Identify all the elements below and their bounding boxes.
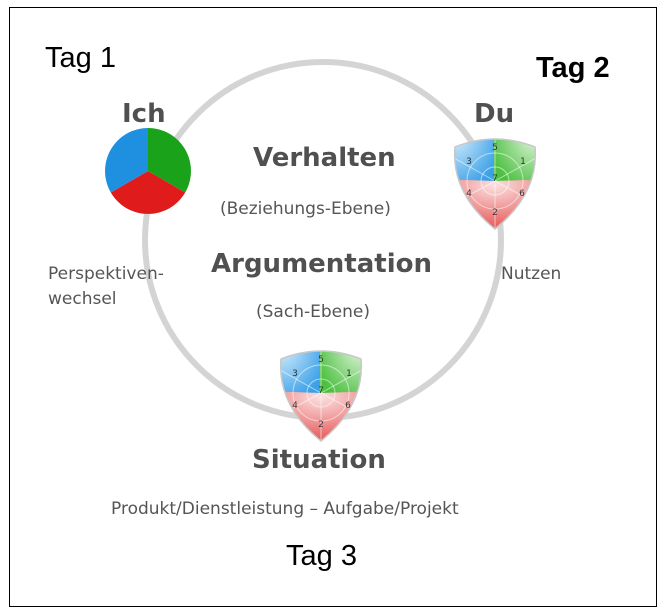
du-heading: Du: [474, 99, 515, 129]
sach-subtitle: (Sach-Ebene): [256, 302, 370, 322]
tag2-label: Tag 2: [536, 52, 610, 84]
nutzen-label: Nutzen: [501, 264, 562, 284]
du-num-6: 6: [519, 189, 525, 199]
sit-num-6: 6: [345, 401, 351, 411]
situation-shield: 5 1 3 7 4 6 2: [279, 350, 363, 442]
situation-heading: Situation: [252, 445, 386, 475]
ich-pie: [105, 128, 191, 214]
diagram-graphics: 5 1 3 7 4 6 2 5: [105, 59, 537, 442]
argumentation-heading: Argumentation: [211, 249, 432, 279]
ich-pie-red: [110, 171, 186, 214]
sit-num-3: 3: [292, 369, 298, 379]
ich-pie-green: [148, 128, 191, 193]
du-num-5: 5: [492, 143, 498, 153]
du-shield: 5 1 3 7 4 6 2: [453, 138, 537, 230]
tag1-label: Tag 1: [45, 42, 116, 74]
produkt-caption: Produkt/Dienstleistung – Aufgabe/Projekt: [111, 499, 459, 519]
sit-num-1: 1: [346, 369, 352, 379]
sit-num-7: 7: [318, 386, 324, 396]
du-num-3: 3: [466, 157, 472, 167]
du-num-1: 1: [520, 157, 526, 167]
ich-heading: Ich: [122, 99, 166, 129]
du-num-4: 4: [466, 189, 472, 199]
beziehung-subtitle: (Beziehungs-Ebene): [220, 199, 391, 219]
verhalten-heading: Verhalten: [253, 143, 396, 173]
diagram-frame: [9, 7, 657, 607]
perspektive-label-line2: wechsel: [48, 289, 117, 309]
sit-num-4: 4: [292, 401, 298, 411]
du-num-2: 2: [492, 208, 498, 218]
tag3-label: Tag 3: [286, 540, 357, 572]
du-num-7: 7: [492, 174, 498, 184]
sit-num-5: 5: [318, 355, 324, 365]
perspektive-label-line1: Perspektiven-: [48, 264, 164, 284]
ich-pie-blue: [105, 128, 148, 193]
sit-num-2: 2: [318, 420, 324, 430]
